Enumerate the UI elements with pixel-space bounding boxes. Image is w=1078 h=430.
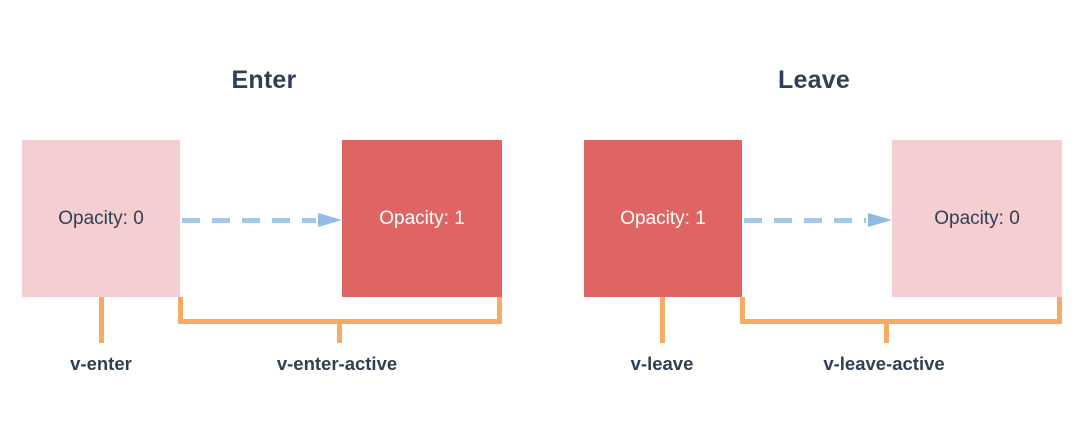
v-leave-active-bracket-stem (884, 324, 889, 343)
leave-end-opacity-label: Opacity: 0 (934, 208, 1020, 229)
leave-end-state-box: Opacity: 0 (892, 140, 1062, 297)
v-enter-tick-mark (99, 297, 104, 343)
enter-arrow-dashed-line (182, 218, 316, 223)
class-label-v-leave: v-leave (630, 353, 694, 374)
class-label-v-enter-active: v-enter-active (276, 353, 398, 374)
leave-start-opacity-label: Opacity: 1 (620, 208, 706, 229)
leave-arrow-head-icon (868, 213, 892, 227)
class-label-v-enter: v-enter (70, 353, 132, 374)
v-leave-active-bracket (740, 297, 1062, 324)
class-label-v-leave-active: v-leave-active (823, 353, 945, 374)
leave-arrow-dashed-line (744, 218, 866, 223)
v-leave-tick-mark (660, 297, 665, 343)
leave-transition-arrow (744, 213, 892, 227)
enter-transition-arrow (182, 213, 342, 227)
v-enter-active-bracket-stem (337, 324, 342, 343)
enter-end-opacity-label: Opacity: 1 (379, 208, 465, 229)
enter-end-state-box: Opacity: 1 (342, 140, 502, 297)
v-enter-active-bracket (178, 297, 502, 324)
enter-start-state-box: Opacity: 0 (22, 140, 180, 297)
panel-title-leave: Leave (778, 66, 850, 94)
leave-start-state-box: Opacity: 1 (584, 140, 742, 297)
enter-start-opacity-label: Opacity: 0 (58, 208, 144, 229)
enter-arrow-head-icon (318, 213, 342, 227)
panel-title-enter: Enter (231, 66, 297, 94)
